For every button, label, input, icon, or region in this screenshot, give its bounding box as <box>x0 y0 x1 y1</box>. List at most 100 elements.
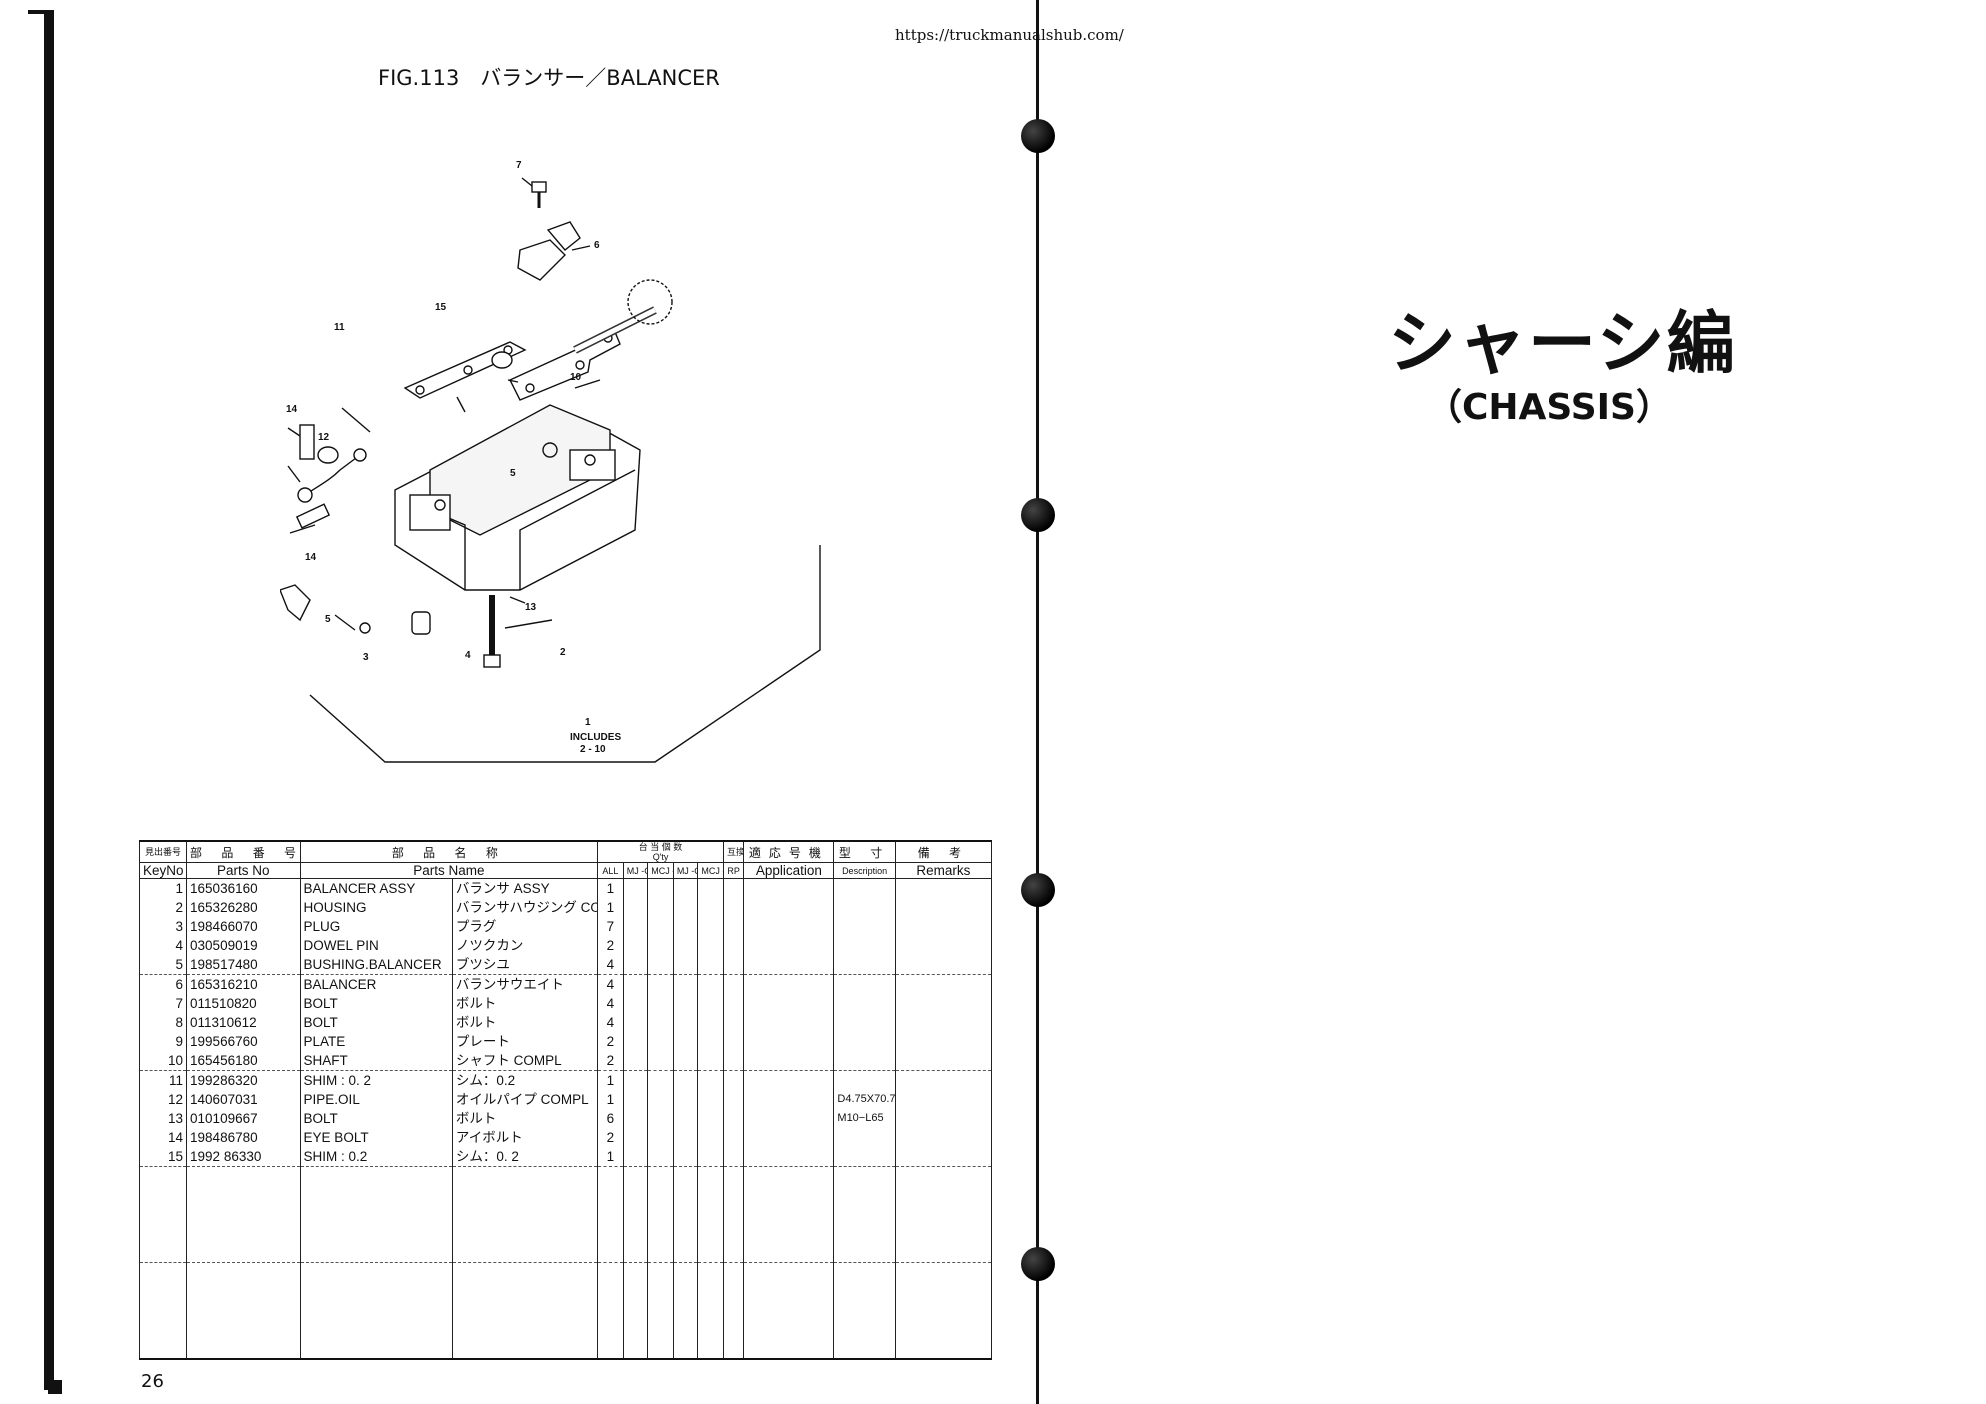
qty-all-cell: 7 <box>597 917 624 936</box>
qty-mcj-gsc-cell <box>697 1051 724 1071</box>
header-rp: RP <box>722 862 745 879</box>
part-name-jp-cell: シム：0.2 <box>451 1070 599 1090</box>
part-name-en-cell: SHAFT <box>299 1051 453 1071</box>
qty-mcj-gsc-cell <box>697 936 724 955</box>
qty-mj-gsb-cell <box>622 1147 649 1167</box>
part-name-en-cell: HOUSING <box>299 898 453 917</box>
balancer-weight-6 <box>517 239 566 281</box>
qty-mj-gsc-cell <box>672 878 699 898</box>
qty-all-cell: 4 <box>597 955 624 975</box>
qty-all-cell: 4 <box>597 1013 624 1032</box>
qty-mcj-gsc-cell <box>697 1109 724 1128</box>
empty-cell <box>722 1262 745 1360</box>
header-description-jp: 型 寸 <box>833 840 896 863</box>
empty-table-row <box>138 1262 993 1360</box>
qty-mj-gsc-cell <box>672 1147 699 1167</box>
svg-text:5: 5 <box>325 614 331 625</box>
empty-cell <box>743 1166 835 1263</box>
part-name-en-cell: BOLT <box>299 994 453 1013</box>
part-name-jp-cell: ブツシユ <box>451 955 599 975</box>
bushing-5 <box>317 446 339 464</box>
section-title-jp: シャーシ編 <box>1388 305 1737 384</box>
svg-text:14: 14 <box>305 552 317 563</box>
empty-cell <box>672 1166 699 1263</box>
qty-mj-gsb-cell <box>622 994 649 1013</box>
application-cell <box>743 1051 835 1071</box>
bolt-7 <box>531 181 547 193</box>
key-no-cell: 2 <box>138 898 188 917</box>
rp-cell <box>722 878 745 898</box>
qty-mcj-gsc-cell <box>697 878 724 898</box>
key-no-cell: 8 <box>138 1013 188 1032</box>
rp-cell <box>722 1032 745 1051</box>
part-name-en-cell: PLATE <box>299 1032 453 1051</box>
plate-9 <box>280 584 311 622</box>
qty-all-cell: 6 <box>597 1109 624 1128</box>
source-url[interactable]: https://truckmanualshub.com/ <box>895 26 1124 44</box>
table-row: 6 165316210 BALANCER バランサウエイト 4 <box>138 974 993 994</box>
svg-text:4: 4 <box>465 650 471 661</box>
part-no-cell: 1992 86330 <box>186 1147 301 1167</box>
svg-text:10: 10 <box>570 372 582 383</box>
qty-all-cell: 4 <box>597 994 624 1013</box>
eye-bolt-14 <box>295 503 331 529</box>
empty-cell <box>138 1262 188 1360</box>
part-name-jp-cell: ボルト <box>451 1013 599 1032</box>
qty-mcj-gsc-cell <box>697 1013 724 1032</box>
part-no-cell: 011510820 <box>186 994 301 1013</box>
header-qty-mj-gsc: MJ -GSC <box>672 862 699 879</box>
description-cell <box>833 1051 896 1071</box>
empty-cell <box>697 1262 724 1360</box>
empty-cell <box>894 1262 993 1360</box>
description-cell <box>833 898 896 917</box>
empty-cell <box>597 1262 624 1360</box>
application-cell <box>743 936 835 955</box>
application-cell <box>743 994 835 1013</box>
remarks-cell <box>894 1070 993 1090</box>
header-description: Description <box>833 862 896 879</box>
table-row: 11 199286320 SHIM : 0. 2 シム：0.2 1 <box>138 1070 993 1090</box>
remarks-cell <box>894 974 993 994</box>
qty-mcj-gsc-cell <box>697 1147 724 1167</box>
remarks-cell <box>894 936 993 955</box>
qty-mj-gsb-cell <box>622 1128 649 1147</box>
part-no-cell: 010109667 <box>186 1109 301 1128</box>
qty-mj-gsc-cell <box>672 936 699 955</box>
binding-edge-stub <box>48 1380 62 1394</box>
header-remarks-jp: 備 考 <box>894 840 993 863</box>
empty-cell <box>451 1262 599 1360</box>
qty-mcj-gsb-cell <box>647 994 674 1013</box>
part-name-jp-cell: ボルト <box>451 994 599 1013</box>
qty-mcj-gsc-cell <box>697 1128 724 1147</box>
parts-table-body: 1 165036160 BALANCER ASSY バランサ ASSY 1 2 … <box>138 878 993 1360</box>
empty-cell <box>697 1166 724 1263</box>
key-no-cell: 15 <box>138 1147 188 1167</box>
rp-cell <box>722 955 745 975</box>
part-no-cell: 011310612 <box>186 1013 301 1032</box>
application-cell <box>743 878 835 898</box>
part-name-en-cell: BOLT <box>299 1013 453 1032</box>
empty-cell <box>722 1166 745 1263</box>
part-no-cell: 030509019 <box>186 936 301 955</box>
empty-cell <box>622 1166 649 1263</box>
qty-mj-gsc-cell <box>672 1051 699 1071</box>
qty-mj-gsb-cell <box>622 878 649 898</box>
punch-hole <box>1021 119 1055 153</box>
part-no-cell: 198517480 <box>186 955 301 975</box>
remarks-cell <box>894 1128 993 1147</box>
part-name-jp-cell: シャフト COMPL <box>451 1051 599 1071</box>
qty-mj-gsc-cell <box>672 955 699 975</box>
page-gutter-line <box>1036 0 1039 1404</box>
key-no-cell: 4 <box>138 936 188 955</box>
key-no-cell: 12 <box>138 1090 188 1109</box>
description-cell <box>833 1147 896 1167</box>
part-no-cell: 165316210 <box>186 974 301 994</box>
empty-cell <box>299 1262 453 1360</box>
rp-cell <box>722 1109 745 1128</box>
table-row: 8 011310612 BOLT ボルト 4 <box>138 1013 993 1032</box>
qty-mj-gsb-cell <box>622 1070 649 1090</box>
header-qty-mcj-gsb: MCJ -GSB <box>647 862 674 879</box>
qty-all-cell: 2 <box>597 936 624 955</box>
rp-cell <box>722 1147 745 1167</box>
application-cell <box>743 1128 835 1147</box>
